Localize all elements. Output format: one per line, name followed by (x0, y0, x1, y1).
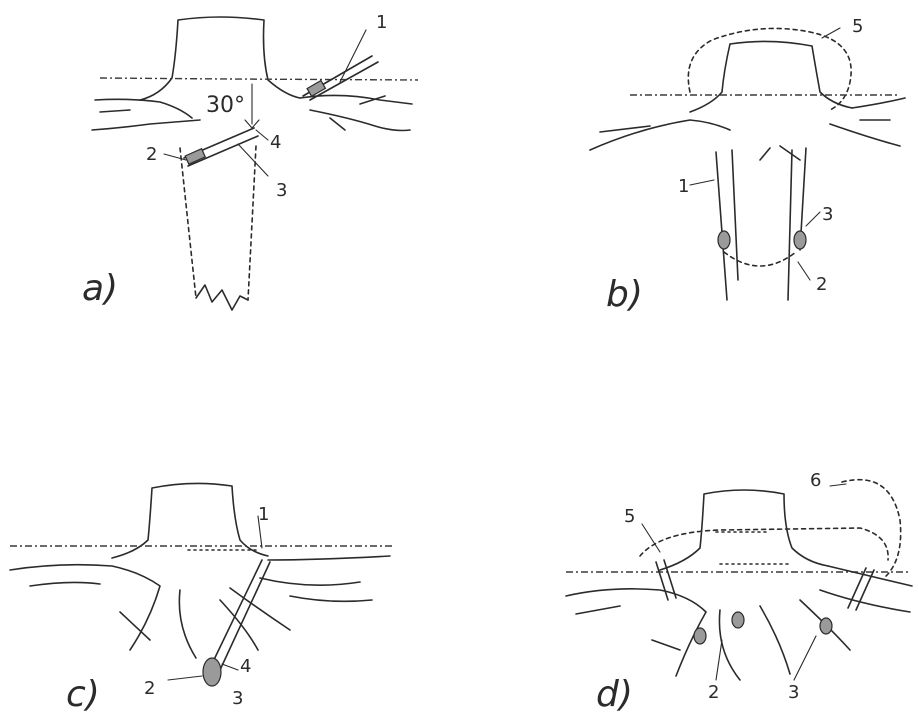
leader-b1 (690, 180, 714, 185)
panel-b: 5 1 3 2 b) (590, 16, 905, 315)
stump-d (660, 490, 828, 570)
leader-d6 (830, 484, 846, 486)
panel-label-c: c) (66, 674, 100, 713)
angle-label-a: 30° (206, 93, 245, 118)
charge-d1 (694, 628, 706, 644)
callout-d6: 6 (810, 470, 821, 491)
ground-line-a (100, 78, 418, 80)
angle-marker-a (245, 84, 259, 128)
stump-b (690, 41, 852, 112)
panel-d: 5 6 2 3 d) (566, 470, 912, 713)
charge-b1 (718, 231, 730, 249)
leader-a3 (238, 144, 268, 176)
leader-b3 (806, 212, 820, 226)
charge-a1 (307, 81, 325, 97)
charge-b2 (794, 231, 806, 249)
blast-arc-b (724, 252, 796, 266)
panel-label-d: d) (596, 674, 633, 713)
callout-d2: 2 (708, 682, 719, 703)
panel-label-b: b) (606, 274, 643, 315)
taproot-right-b (788, 148, 806, 300)
leader-c2 (168, 676, 202, 680)
charge-d3 (820, 618, 832, 634)
callout-a3: 3 (276, 180, 287, 201)
taproot-a (180, 146, 256, 300)
callout-b3: 3 (822, 204, 833, 225)
roots-b (590, 98, 905, 160)
leader-b5 (822, 28, 840, 38)
callout-a2: 2 (146, 144, 157, 165)
panel-label-a: a) (82, 268, 118, 309)
callout-b2: 2 (816, 274, 827, 295)
stump-a (140, 17, 300, 100)
panel-a: 30° 1 2 3 4 a) (82, 12, 418, 310)
callout-d5: 5 (624, 506, 635, 527)
leader-a1 (340, 30, 366, 82)
callout-c2: 2 (144, 678, 155, 699)
stump-c (112, 483, 268, 558)
callout-c3: 3 (232, 688, 243, 709)
callout-d3: 3 (788, 682, 799, 703)
panel-c: 1 2 4 3 c) (10, 483, 392, 713)
callout-c1: 1 (258, 504, 269, 525)
roots-c (10, 556, 390, 658)
callout-c4: 4 (240, 656, 251, 677)
callout-b5: 5 (852, 16, 863, 37)
callout-b1: 1 (678, 176, 689, 197)
leader-d3 (794, 636, 816, 680)
leader-d2 (716, 640, 722, 680)
charge-a2 (185, 149, 205, 165)
charge-c (203, 658, 221, 686)
drill-hole-c (210, 560, 270, 670)
leader-c4 (222, 664, 238, 670)
leader-a2 (164, 154, 186, 160)
callout-a1: 1 (376, 12, 387, 33)
leader-a4 (256, 130, 268, 140)
leader-b2 (798, 262, 810, 280)
leader-d5 (642, 524, 660, 552)
callout-a4: 4 (270, 132, 281, 153)
taproot-left-b (716, 150, 738, 300)
charge-d2 (732, 612, 744, 628)
taproot-bottom-a (196, 285, 248, 310)
